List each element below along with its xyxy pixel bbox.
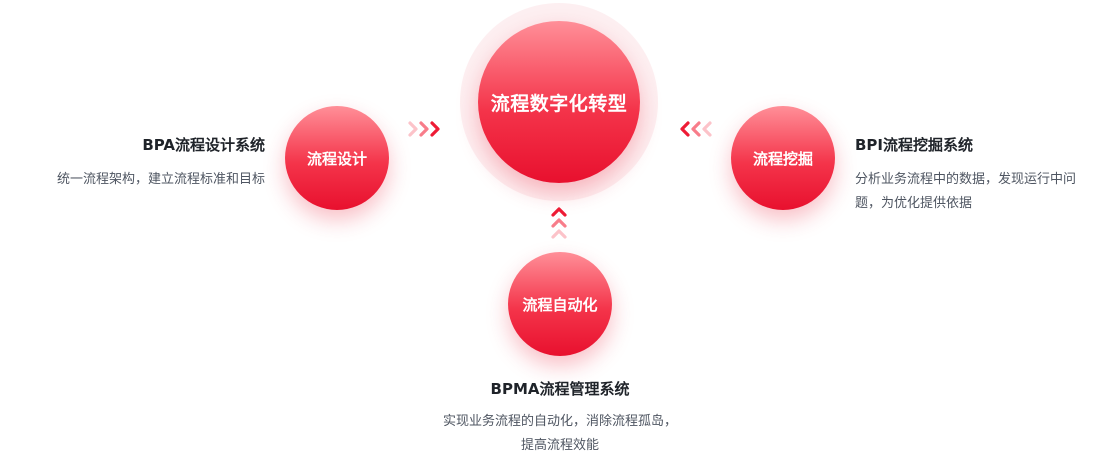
- desc-bpi-line-2: 题，为优化提供依据: [855, 196, 973, 211]
- center-label: 流程数字化转型: [490, 92, 628, 115]
- desc-bpma-line-2: 提高流程效能: [520, 438, 599, 453]
- desc-bpa: 统一流程架构，建立流程标准和目标: [57, 168, 265, 192]
- chevrons-right-icon: [408, 121, 444, 137]
- title-bpma: BPMA流程管理系统: [490, 380, 630, 398]
- title-bpa: BPA流程设计系统: [142, 136, 265, 154]
- desc-bpa-line-1: 统一流程架构，建立流程标准和目标: [56, 172, 265, 187]
- desc-bpma-line-1: 实现业务流程的自动化，消除流程孤岛，: [442, 414, 677, 429]
- desc-bpma: 实现业务流程的自动化，消除流程孤岛， 提高流程效能: [0, 410, 1120, 458]
- node-label-design: 流程设计: [306, 149, 367, 168]
- chevrons-up-icon: [551, 206, 567, 242]
- node-process-automation: 流程自动化: [508, 252, 612, 356]
- center-circle: 流程数字化转型: [478, 21, 640, 183]
- desc-bpi: 分析业务流程中的数据，发现运行中问 题，为优化提供依据: [855, 168, 1076, 216]
- node-label-mining: 流程挖掘: [752, 149, 813, 168]
- title-bpi: BPI流程挖掘系统: [855, 136, 974, 154]
- node-process-mining: 流程挖掘: [731, 106, 835, 210]
- node-label-automation: 流程自动化: [522, 295, 598, 314]
- node-process-design: 流程设计: [285, 106, 389, 210]
- desc-bpi-line-1: 分析业务流程中的数据，发现运行中问: [855, 172, 1077, 187]
- chevrons-left-icon: [678, 121, 714, 137]
